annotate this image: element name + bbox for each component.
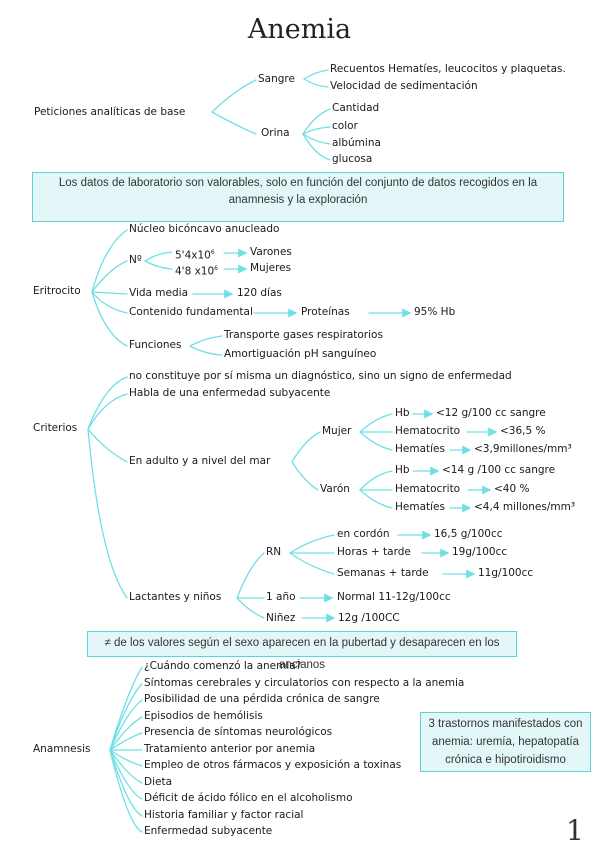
n-value-varones: 5'4x106 xyxy=(175,249,215,262)
anamnesis-item: Dieta xyxy=(144,776,173,788)
sangre-item: Recuentos Hematíes, leucocitos y plaquet… xyxy=(330,63,566,75)
vida-media-label: Vida media xyxy=(129,287,189,299)
orina-item: glucosa xyxy=(332,153,373,165)
varon-hematocrito-label: Hematocrito xyxy=(395,483,461,495)
contenido-label: Contenido fundamental xyxy=(129,306,253,318)
anamnesis-item: Tratamiento anterior por anemia xyxy=(144,743,316,755)
branch-orina xyxy=(211,111,257,135)
anamnesis-item: Empleo de otros fármacos y exposición a … xyxy=(144,759,402,771)
info-box-laboratorio: Los datos de laboratorio son valorables,… xyxy=(32,172,564,222)
rn-semanas-value: 11g/100cc xyxy=(478,567,534,579)
anamnesis-item: ¿Cuándo comenzó la anemia? xyxy=(144,660,302,672)
varon-hb-value: <14 g /100 cc sangre xyxy=(442,464,556,476)
mujer-hb-value: <12 g/100 cc sangre xyxy=(436,407,546,419)
anio-label: 1 año xyxy=(266,591,296,603)
funciones-label: Funciones xyxy=(129,339,182,351)
rn-horas-value: 19g/100cc xyxy=(452,546,508,558)
funcion-item: Amortiguación pH sanguíneo xyxy=(224,348,377,360)
sangre-item: Velocidad de sedimentación xyxy=(330,80,478,92)
mujer-hematies-value: <3,9millones/mm³ xyxy=(474,443,572,455)
mujer-hematocrito-value: <36,5 % xyxy=(500,425,546,437)
orina-label: Orina xyxy=(261,127,290,139)
funcion-item: Transporte gases respiratorios xyxy=(224,329,383,341)
anamnesis-item: Déficit de ácido fólico en el alcoholism… xyxy=(144,792,353,804)
rn-horas-label: Horas + tarde xyxy=(337,546,411,558)
n-value-mujeres: 4'8 x106 xyxy=(175,265,218,278)
orina-item: albúmina xyxy=(332,137,381,149)
branch-sangre xyxy=(211,79,257,113)
anamnesis-item: Historia familiar y factor racial xyxy=(144,809,304,821)
anamnesis-root: Anamnesis xyxy=(33,743,91,755)
rn-label: RN xyxy=(266,546,282,558)
anamnesis-item: Presencia de síntomas neurológicos xyxy=(144,726,333,738)
anio-value: Normal 11-12g/100cc xyxy=(337,591,451,603)
mujer-label: Mujer xyxy=(322,425,352,437)
mujer-hematies-label: Hematíes xyxy=(395,443,445,455)
sangre-label: Sangre xyxy=(258,73,295,85)
eritrocito-root: Eritrocito xyxy=(33,285,81,297)
varon-hematocrito-value: <40 % xyxy=(494,483,530,495)
nucleo-text: Núcleo bicóncavo anucleado xyxy=(129,223,280,235)
peticiones-root: Peticiones analíticas de base xyxy=(34,106,186,118)
hb-value: 95% Hb xyxy=(414,306,456,318)
varon-hb-label: Hb xyxy=(395,464,410,476)
criterio-item: no constituye por sí misma un diagnóstic… xyxy=(129,370,512,382)
lactantes-label: Lactantes y niños xyxy=(129,591,222,603)
anamnesis-item: Posibilidad de una pérdida crónica de sa… xyxy=(144,693,380,705)
anamnesis-item: Enfermedad subyacente xyxy=(144,825,273,837)
orina-item: Cantidad xyxy=(332,102,380,114)
rn-cordon-label: en cordón xyxy=(337,528,390,540)
sex-varones: Varones xyxy=(250,246,292,258)
mujer-hematocrito-label: Hematocrito xyxy=(395,425,461,437)
orina-item: color xyxy=(332,120,358,132)
anamnesis-item: Episodios de hemólisis xyxy=(144,710,263,722)
info-box-sexo: ≠ de los valores según el sexo aparecen … xyxy=(87,631,517,671)
rn-cordon-value: 16,5 g/100cc xyxy=(434,528,503,540)
varon-hematies-value: <4,4 millones/mm³ xyxy=(474,501,576,513)
varon-hematies-label: Hematíes xyxy=(395,501,445,513)
mujer-hb-label: Hb xyxy=(395,407,410,419)
ninez-label: Niñez xyxy=(266,612,296,624)
criterio-item: Habla de una enfermedad subyacente xyxy=(129,387,331,399)
rn-semanas-label: Semanas + tarde xyxy=(337,567,429,579)
adulto-label: En adulto y a nivel del mar xyxy=(129,455,271,467)
criterios-root: Criterios xyxy=(33,422,78,434)
ninez-value: 12g /100CC xyxy=(338,612,400,624)
note-box-trastornos: 3 trastornos manifestados con anemia: ur… xyxy=(420,712,591,772)
vida-media-value: 120 días xyxy=(237,287,282,299)
varon-label: Varón xyxy=(320,483,350,495)
page-number: 1 xyxy=(566,814,584,847)
n-label: Nº xyxy=(129,254,142,266)
page-title: Anemia xyxy=(247,14,352,45)
sex-mujeres: Mujeres xyxy=(250,262,292,274)
proteinas-label: Proteínas xyxy=(301,306,350,318)
anamnesis-item: Síntomas cerebrales y circulatorios con … xyxy=(144,677,465,689)
